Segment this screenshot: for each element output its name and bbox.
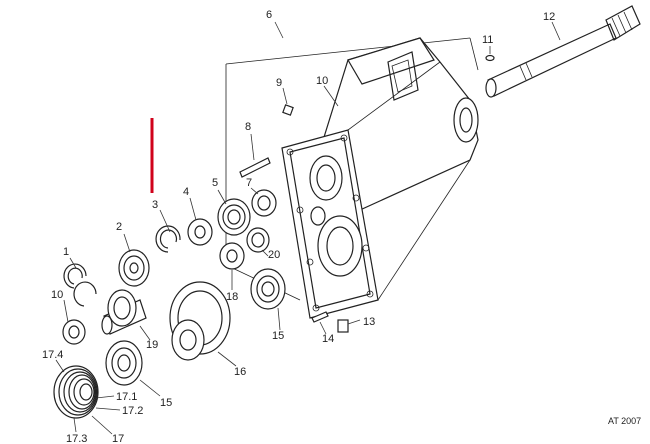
label-part-9: 9 [276, 77, 282, 89]
part-15-bearing-lower [105, 340, 143, 386]
label-part-3: 3 [152, 199, 158, 211]
part-9-nut [282, 104, 294, 116]
label-part-19: 19 [146, 339, 158, 351]
label-part-17-3: 17.3 [66, 433, 87, 444]
label-part-11: 11 [482, 34, 493, 46]
part-3-snap-ring [155, 225, 181, 253]
part-7-washer [251, 189, 277, 217]
part-10-snap-ring [73, 281, 97, 307]
footer-drawing-code: AT 2007 [608, 416, 641, 426]
label-part-20: 20 [268, 249, 280, 261]
part-13-bushing [337, 319, 349, 333]
label-part-7: 7 [246, 177, 252, 189]
part-5-bearing [217, 198, 251, 236]
part-19-cluster-gear [101, 289, 147, 335]
part-1-snap-ring [63, 263, 87, 289]
label-part-13: 13 [363, 316, 375, 328]
label-part-15-upper: 15 [272, 330, 284, 342]
label-part-2: 2 [116, 221, 122, 233]
part-17-spring-pack [53, 365, 99, 419]
label-part-17: 17 [112, 433, 124, 444]
part-labels: 1 2 3 4 5 6 7 8 9 10 10 11 12 13 14 15 1… [42, 9, 641, 444]
transfer-housing [281, 37, 479, 319]
part-15-bearing-upper [250, 268, 286, 310]
label-part-17-4: 17.4 [42, 349, 63, 361]
label-part-15-lower: 15 [160, 397, 172, 409]
part-8-pin [239, 157, 271, 178]
part-2-gear [118, 249, 150, 287]
label-part-17-2: 17.2 [122, 405, 143, 417]
label-part-8: 8 [245, 121, 251, 133]
label-part-12: 12 [543, 11, 555, 23]
label-part-4: 4 [183, 186, 189, 198]
label-part-17-1: 17.1 [116, 391, 137, 403]
part-18-washer [219, 242, 245, 270]
part-11-clip [485, 54, 495, 62]
label-part-14: 14 [322, 333, 334, 345]
leader-lines [55, 21, 561, 435]
part-20-needle-bearing [246, 227, 270, 253]
label-part-6: 6 [266, 9, 272, 21]
part-4-washer [187, 218, 213, 246]
label-part-10-housing: 10 [316, 75, 328, 87]
part-16-large-gear [169, 281, 231, 361]
output-shaft [485, 5, 641, 98]
label-part-5: 5 [212, 177, 218, 189]
label-part-18: 18 [226, 291, 238, 303]
label-part-10-washer: 10 [51, 289, 63, 301]
part-14-pin [311, 311, 329, 323]
part-10-washer [62, 319, 86, 345]
label-part-16: 16 [234, 366, 246, 378]
label-part-1: 1 [63, 246, 69, 258]
